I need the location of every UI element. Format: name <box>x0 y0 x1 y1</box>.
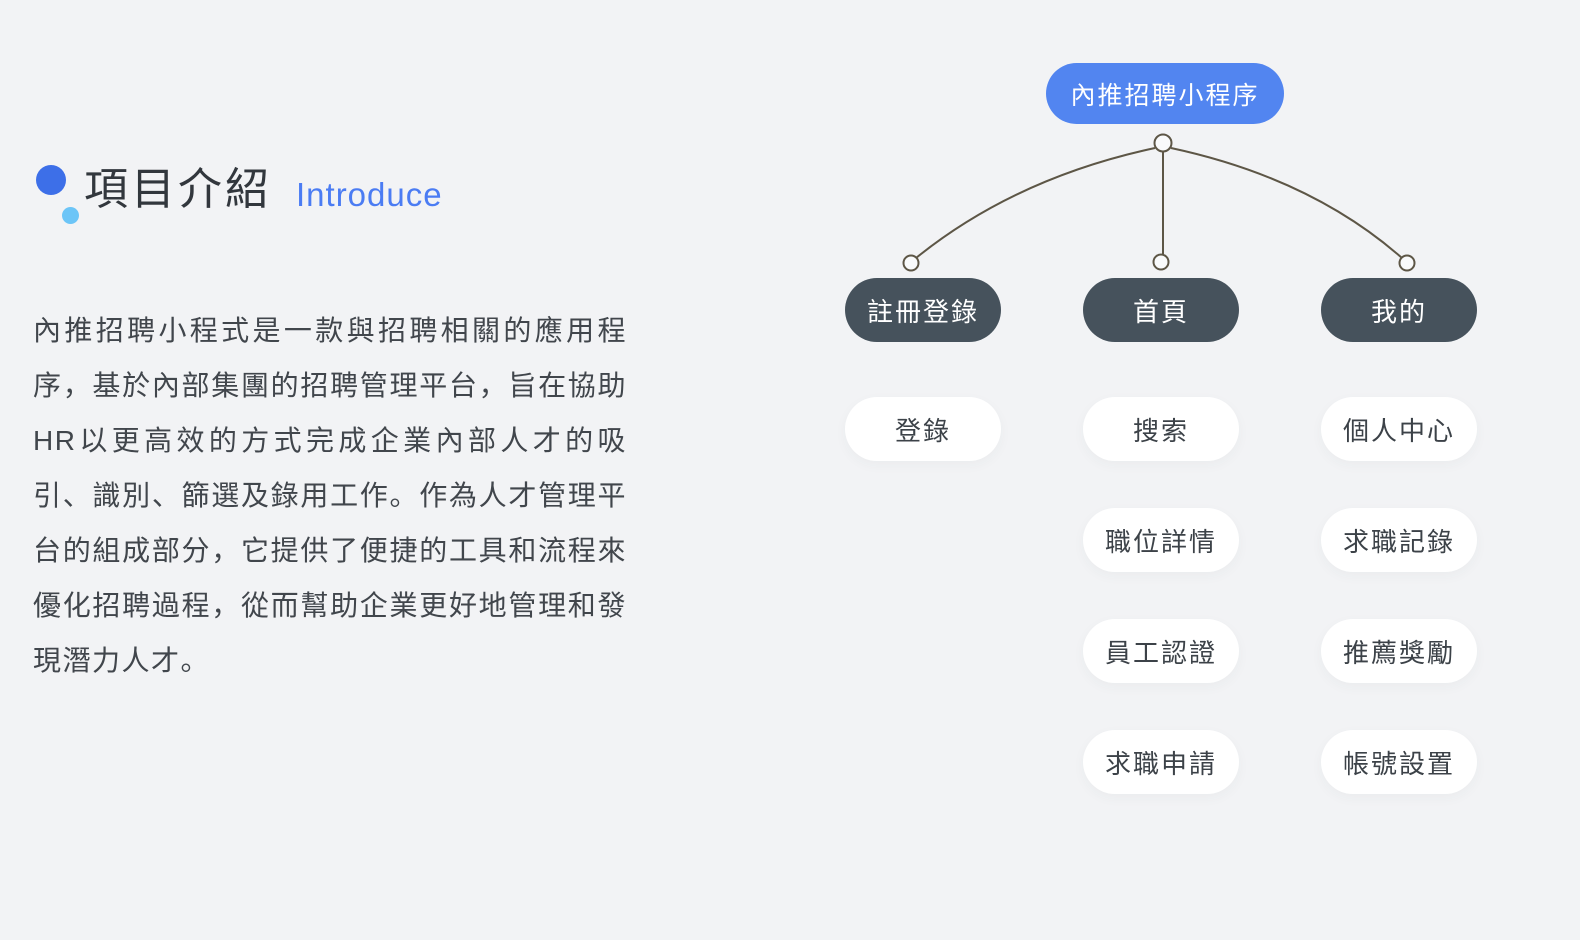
diagram-leaf-job-detail: 職位詳情 <box>1083 508 1239 572</box>
page-subtitle: Introduce <box>296 176 443 213</box>
diagram-leaf-personal-center: 個人中心 <box>1321 397 1477 461</box>
diagram-leaf-search: 搜索 <box>1083 397 1239 461</box>
page-title: 項目介紹 <box>84 165 272 214</box>
diagram-root-node: 內推招聘小程序 <box>1046 63 1284 124</box>
diagram-branch-home: 首頁 <box>1083 278 1239 342</box>
intro-paragraph: 內推招聘小程式是一款與招聘相關的應用程序，基於內部集團的招聘管理平台，旨在協助H… <box>33 315 627 676</box>
title-accent-dot-large <box>36 165 66 195</box>
diagram-leaf-referral-rewards: 推薦獎勵 <box>1321 619 1477 683</box>
diagram-leaf-login: 登錄 <box>845 397 1001 461</box>
title-accent-dot-small <box>62 207 79 224</box>
diagram-leaf-job-records: 求職記錄 <box>1321 508 1477 572</box>
diagram-branch-register-login: 註冊登錄 <box>845 278 1001 342</box>
diagram-leaf-job-apply: 求職申請 <box>1083 730 1239 794</box>
diagram-branch-mine: 我的 <box>1321 278 1477 342</box>
diagram-leaf-account-settings: 帳號設置 <box>1321 730 1477 794</box>
diagram-leaf-employee-verify: 員工認證 <box>1083 619 1239 683</box>
